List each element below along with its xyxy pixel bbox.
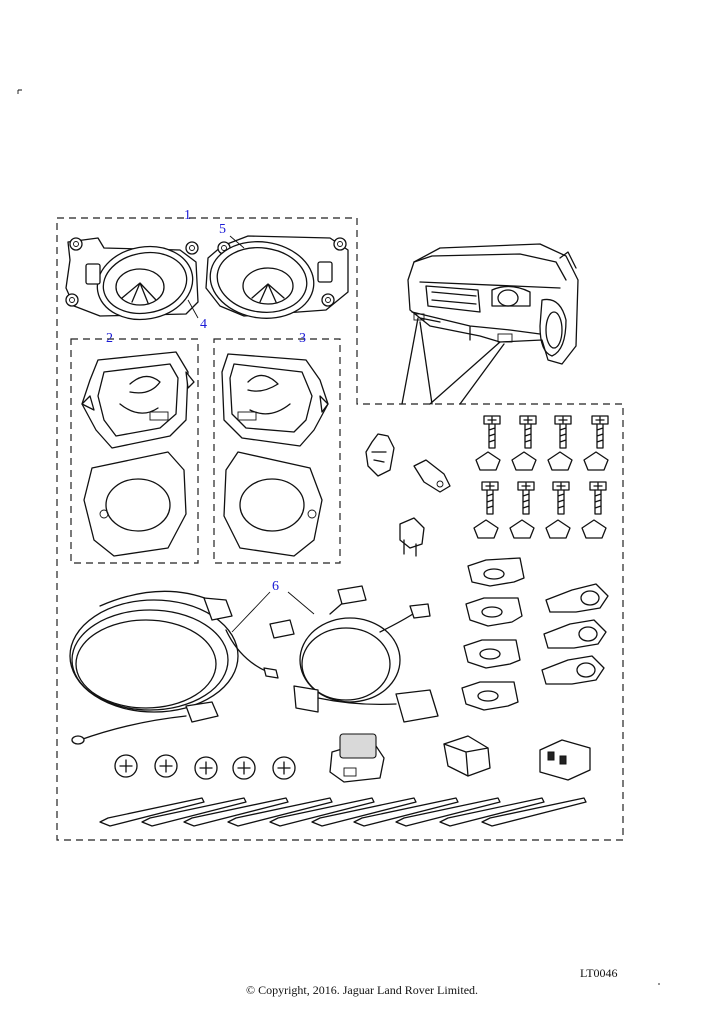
push-clip (365, 433, 395, 477)
fog-lamp-right (205, 235, 349, 319)
callout-5: 5 (219, 222, 226, 237)
callout-3: 3 (299, 331, 306, 346)
callout-1: 1 (184, 208, 191, 223)
kit-boundary (56, 217, 624, 841)
bezel-lower-right (223, 451, 323, 557)
bezel-lower-left (83, 451, 187, 557)
fog-lamp-switch (329, 733, 385, 783)
callout-6: 6 (272, 579, 279, 594)
bezel-group-left-box (70, 338, 199, 564)
copyright-notice: © Copyright, 2016. Jaguar Land Rover Lim… (245, 983, 479, 997)
vehicle-leader-lines (401, 317, 505, 405)
callout-4: 4 (200, 317, 207, 332)
relay-socket (539, 739, 591, 781)
leader-5 (229, 235, 245, 249)
cable-tie-set (99, 797, 587, 827)
cable-clip-set (461, 557, 609, 711)
bumper-screw-set (114, 754, 296, 780)
corner-mark (17, 89, 22, 94)
callout-2: 2 (106, 331, 113, 346)
wiring-harness-main (69, 590, 279, 745)
relay (443, 735, 491, 777)
bezel-upper-right (221, 353, 329, 447)
bezel-group-right-box (213, 338, 341, 564)
screw-set (473, 415, 609, 539)
vehicle-front-illustration (407, 243, 579, 365)
fog-lamp-left (65, 237, 199, 321)
leader-6 (231, 591, 315, 633)
wiring-harness-secondary (269, 585, 439, 723)
bezel-upper-left (81, 351, 195, 449)
ring-terminal (413, 459, 451, 493)
blade-fuse (399, 517, 425, 557)
leader-4 (187, 299, 199, 319)
reference-code: LT0046 (580, 966, 618, 980)
